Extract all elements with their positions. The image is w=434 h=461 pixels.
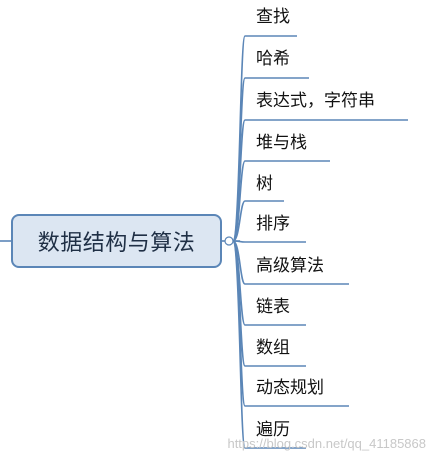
branch-topic-label: 查找 [256, 7, 290, 27]
branch-topic[interactable]: 数组 [256, 337, 290, 359]
branch-topic-label: 排序 [256, 214, 290, 234]
branch-topic[interactable]: 树 [256, 173, 273, 195]
root-topic[interactable]: 数据结构与算法 [11, 214, 222, 268]
branch-topic[interactable]: 高级算法 [256, 255, 324, 277]
branch-topic-label: 遍历 [256, 420, 290, 440]
branch-connector [232, 200, 284, 242]
branch-topic[interactable]: 哈希 [256, 48, 290, 70]
connector-lines [0, 35, 408, 449]
branch-topic-label: 哈希 [256, 49, 290, 69]
root-topic-label: 数据结构与算法 [37, 231, 196, 256]
branch-topic-label: 堆与栈 [256, 133, 307, 153]
branch-topic[interactable]: 链表 [256, 296, 290, 318]
branch-topic[interactable]: 排序 [256, 213, 290, 235]
branch-topic[interactable]: 堆与栈 [256, 132, 307, 154]
watermark: https://blog.csdn.net/qq_41185868 [227, 436, 426, 451]
branch-topic-label: 表达式，字符串 [256, 91, 375, 111]
branch-topic[interactable]: 表达式，字符串 [256, 90, 375, 112]
branch-connector [232, 240, 306, 449]
collapse-toggle-icon[interactable] [224, 236, 234, 246]
branch-topic-label: 高级算法 [256, 256, 324, 276]
branch-topic-label: 链表 [256, 297, 290, 317]
branch-topic[interactable]: 动态规划 [256, 377, 324, 399]
branch-topic[interactable]: 遍历 [256, 419, 290, 441]
branch-topic-label: 动态规划 [256, 378, 324, 398]
branch-topic[interactable]: 查找 [256, 6, 290, 28]
branch-connector [232, 240, 306, 243]
branch-topic-label: 数组 [256, 338, 290, 358]
branch-topic-label: 树 [256, 174, 273, 194]
